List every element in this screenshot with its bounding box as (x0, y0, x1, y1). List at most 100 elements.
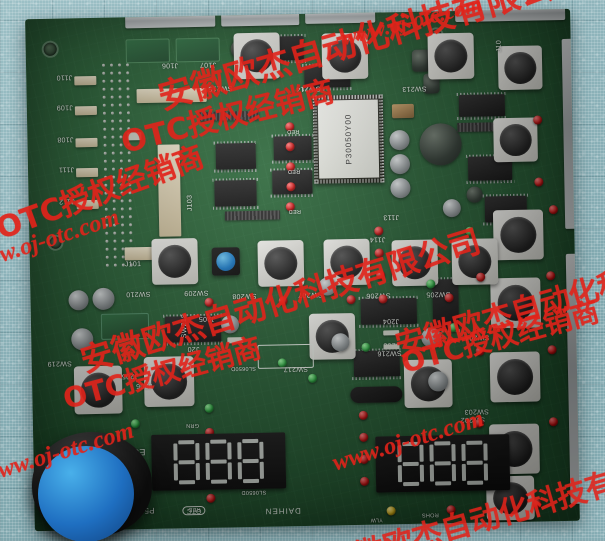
led-pl344b-red (359, 476, 370, 486)
led-pl336-grn (130, 419, 141, 429)
cap-c203 (390, 177, 411, 199)
cap-m-2 (318, 277, 337, 296)
switch-cap-right-2 (499, 123, 532, 157)
right-digit-2 (429, 441, 457, 486)
pin-header-center2 (224, 210, 281, 221)
mcu-part-number: P30050Y00 (343, 113, 354, 165)
connector-label-j108: J108 (56, 135, 74, 143)
switch-cap-sw214 (328, 39, 362, 74)
switch-sw205[interactable] (451, 238, 499, 286)
cap-c202 (389, 153, 411, 175)
mount-bracket-top-right (455, 8, 566, 23)
switch-cap-right-3 (500, 216, 537, 254)
cap-m-7 (466, 186, 483, 203)
smd-block-bl (100, 312, 150, 340)
switch-cap-sw213 (434, 39, 468, 73)
rohs-label: ROHS (421, 511, 439, 518)
connector-j109 (74, 105, 97, 116)
switch-label-sw218: SW218 (180, 313, 189, 339)
switch-sw208[interactable] (257, 239, 305, 287)
connector-label-j110: J110 (56, 73, 73, 81)
right-7-segment-display (375, 434, 511, 493)
mount-hole-ml (49, 236, 62, 249)
rotary-encoder-knob[interactable] (38, 446, 134, 541)
switch-label-sw214: SW214 (295, 84, 321, 93)
test-pad-label: SL0650D (230, 364, 256, 372)
smd-block-b (175, 37, 220, 63)
led-right-7 (475, 346, 485, 356)
led-right-1 (533, 115, 543, 125)
led-pl31-red (446, 505, 456, 515)
left-digit-2 (205, 439, 233, 484)
pin-header-center (198, 110, 260, 121)
led-right-2 (534, 177, 544, 187)
cap-c201 (389, 129, 410, 151)
led-pl343 (376, 270, 386, 280)
switch-label-sw213: SW213 (401, 84, 427, 93)
switch-cap-sw209 (216, 251, 236, 272)
crystal-oscillator (391, 103, 415, 119)
left-digit-1 (173, 440, 201, 485)
connector-label-j111: J111 (58, 165, 75, 173)
connector-label-j204: J204 (382, 317, 400, 325)
smd-block-a (125, 38, 170, 64)
ffc-connector-j104 (136, 87, 207, 104)
led-mid-4 (378, 294, 388, 304)
switch-right-3[interactable] (492, 209, 544, 261)
resistor-r201 (227, 337, 244, 344)
switch-sw210[interactable] (151, 238, 199, 285)
switch-sw204[interactable] (490, 277, 542, 329)
led-pl343b-red (359, 454, 369, 464)
connector-label-j106: J106 (161, 61, 179, 69)
pcb-code-label: SL0650D (241, 488, 267, 496)
switch-label-sw216: SW216 (377, 349, 402, 357)
switch-cap-sw203 (496, 358, 534, 396)
ic-soic-r1 (458, 94, 506, 117)
large-electrolytic-cap (419, 122, 463, 166)
ic-soic-br (432, 279, 460, 330)
switch-label-sw203: SW203 (464, 407, 489, 415)
led-right-4 (546, 271, 556, 281)
connector-label-j206: J206 (135, 381, 153, 390)
led-mid-1 (204, 297, 214, 307)
mcu-lid: P30050Y00 (317, 99, 380, 179)
led-label-ylw: YLW (370, 516, 383, 523)
cap-bl-1 (68, 290, 89, 311)
connector-label-j10: J10 (495, 39, 503, 53)
switch-sw215[interactable] (233, 32, 281, 80)
led-right-9 (474, 418, 485, 428)
switch-sw209-blue[interactable] (211, 247, 241, 276)
connector-label-j205: J205 (121, 372, 139, 380)
switch-cap-sw218 (150, 363, 188, 400)
switch-cap-sw206 (398, 245, 432, 280)
switch-sw214[interactable] (321, 32, 369, 80)
switch-label-sw204: SW204 (464, 333, 490, 341)
ffc-connector-j103 (157, 144, 182, 237)
switch-cap-right-1 (504, 51, 537, 84)
switch-sw203[interactable] (489, 351, 541, 403)
switch-right-2[interactable] (493, 117, 538, 163)
left-7-segment-display (151, 432, 287, 491)
resistor-r202 (383, 330, 400, 336)
led-pl344 (374, 248, 384, 258)
led-right-6 (547, 345, 557, 355)
brand-daihen: DAIHEN (264, 506, 301, 516)
cap-bl-2 (92, 287, 115, 311)
led-right-8 (548, 417, 559, 427)
switch-cap-sw207 (329, 245, 364, 280)
switch-sw213[interactable] (427, 32, 475, 80)
led-label-red-2: RED (287, 168, 301, 175)
brand-otc: OTC (182, 505, 206, 516)
switch-label-sw207: SW207 (297, 290, 323, 299)
switch-right-1[interactable] (497, 45, 543, 91)
led-mid-2 (278, 296, 288, 306)
switch-label-sw215: SW215 (207, 84, 233, 92)
connector-label-j20: J20 (187, 344, 200, 353)
connector-label-j103: J103 (186, 194, 194, 212)
switch-cap-sw208 (264, 246, 298, 281)
switch-sw219[interactable] (73, 365, 123, 415)
right-digit-3 (461, 440, 489, 485)
cap-m-6 (442, 198, 462, 218)
ic-soic-c2 (214, 179, 257, 207)
